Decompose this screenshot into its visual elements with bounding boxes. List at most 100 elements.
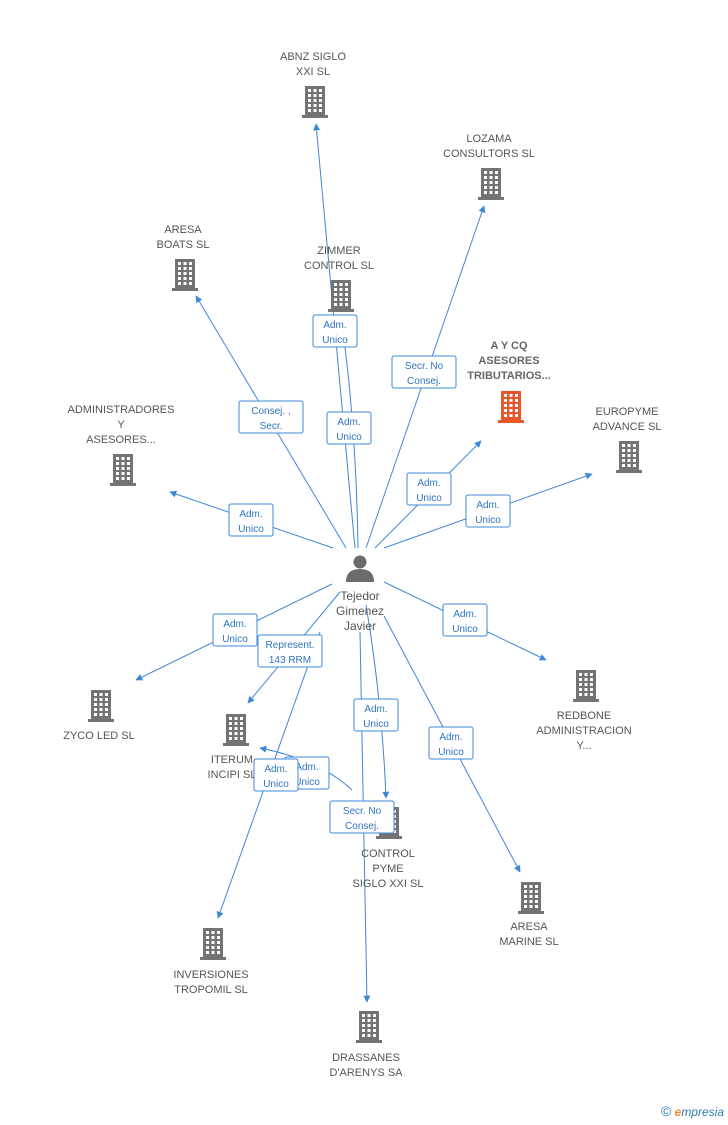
relation-badge[interactable]: Adm. Unico bbox=[353, 698, 399, 732]
relation-badge[interactable]: Adm.Unico bbox=[428, 726, 474, 760]
company-label[interactable]: ADMINISTRADORES bbox=[68, 404, 175, 416]
relation-label: Secr. No bbox=[405, 361, 444, 372]
relation-label: Unico bbox=[322, 335, 348, 346]
relation-label: Unico bbox=[336, 432, 362, 443]
company-label[interactable]: ADVANCE SL bbox=[593, 421, 662, 433]
building-icon bbox=[328, 280, 354, 312]
company-node-aresa-boats[interactable]: ARESA BOATS SL bbox=[157, 224, 210, 291]
company-node-drassanes[interactable]: DRASSANES D'ARENYS SA bbox=[329, 1011, 403, 1079]
relation-badge[interactable]: Secr. No Consej. bbox=[391, 355, 457, 389]
company-label[interactable]: Y... bbox=[576, 740, 591, 752]
company-label[interactable]: Y bbox=[117, 419, 125, 431]
company-node-redbone[interactable]: REDBONE ADMINISTRACION Y... bbox=[536, 670, 632, 752]
company-nodes: ABNZ SIGLO XXI SL LOZAMA CONSULTORS SL ARESA… bbox=[63, 51, 661, 1079]
relation-label: Unico bbox=[363, 719, 389, 730]
company-label[interactable]: ASESORES bbox=[478, 355, 539, 367]
relation-badge[interactable]: Adm.Unico bbox=[212, 613, 258, 647]
company-label[interactable]: ZIMMER bbox=[317, 245, 360, 257]
relation-label: Unico bbox=[475, 515, 501, 526]
company-node-zimmer[interactable]: ZIMMER CONTROL SL bbox=[304, 245, 374, 312]
company-label[interactable]: LOZAMA bbox=[466, 133, 512, 145]
company-label[interactable]: ARESA bbox=[164, 224, 202, 236]
relation-badge[interactable]: Adm.Unico bbox=[406, 472, 452, 506]
company-label[interactable]: CONTROL SL bbox=[304, 260, 374, 272]
company-node-lozama[interactable]: LOZAMA CONSULTORS SL bbox=[443, 133, 535, 200]
company-label[interactable]: DRASSANES bbox=[332, 1052, 400, 1064]
company-node-administradores[interactable]: ADMINISTRADORES Y ASESORES... bbox=[68, 404, 175, 486]
company-node-aycq[interactable]: A Y CQ ASESORES TRIBUTARIOS... bbox=[467, 340, 551, 423]
company-node-inversiones[interactable]: INVERSIONES TROPOMIL SL bbox=[173, 928, 249, 996]
relation-label: Consej. , bbox=[251, 406, 290, 417]
company-label[interactable]: INCIPI SL bbox=[208, 769, 257, 781]
company-label[interactable]: A Y CQ bbox=[490, 340, 528, 352]
company-label[interactable]: MARINE SL bbox=[499, 936, 558, 948]
company-label[interactable]: TROPOMIL SL bbox=[174, 984, 248, 996]
brand-initial: e bbox=[674, 1105, 682, 1119]
building-icon bbox=[223, 714, 249, 746]
relation-label: Unico bbox=[238, 524, 264, 535]
relation-label: Adm. bbox=[323, 320, 346, 331]
relation-label: Adm. bbox=[476, 500, 499, 511]
relation-label: Adm. bbox=[439, 732, 462, 743]
building-icon bbox=[200, 928, 226, 960]
company-label[interactable]: ZYCO LED SL bbox=[63, 730, 135, 742]
relation-label: Represent. bbox=[266, 640, 315, 651]
building-icon bbox=[616, 441, 642, 473]
company-label[interactable]: ADMINISTRACION bbox=[536, 725, 631, 737]
company-label[interactable]: XXI SL bbox=[296, 66, 330, 78]
relation-label: Adm. bbox=[453, 609, 476, 620]
company-label[interactable]: ABNZ SIGLO bbox=[280, 51, 346, 63]
relation-badge[interactable]: Adm. Unico bbox=[465, 494, 511, 528]
building-icon bbox=[110, 454, 136, 486]
brand-name: mpresia bbox=[681, 1105, 724, 1119]
relation-label: Unico bbox=[452, 624, 478, 635]
relation-label: Unico bbox=[294, 777, 320, 788]
company-label[interactable]: ARESA bbox=[510, 921, 548, 933]
relation-badge[interactable]: Adm. Unico bbox=[228, 503, 274, 537]
person-name[interactable]: Gimenez bbox=[336, 604, 384, 618]
building-icon bbox=[573, 670, 599, 702]
relation-label: Adm. bbox=[239, 509, 262, 520]
company-node-zyco[interactable]: ZYCO LED SL bbox=[63, 690, 135, 742]
company-label[interactable]: EUROPYME bbox=[596, 406, 659, 418]
company-label[interactable]: CONSULTORS SL bbox=[443, 148, 535, 160]
relation-label: Adm. bbox=[364, 704, 387, 715]
company-node-iterum[interactable]: ITERUM INCIPI SL bbox=[208, 714, 257, 781]
relation-label: Adm. bbox=[264, 764, 287, 775]
company-label[interactable]: SIGLO XXI SL bbox=[353, 878, 424, 890]
empresia-watermark: © empresia bbox=[661, 1103, 724, 1119]
person-icon bbox=[346, 555, 374, 582]
relation-label: Consej. bbox=[407, 376, 441, 387]
company-node-europyme[interactable]: EUROPYME ADVANCE SL bbox=[593, 406, 662, 473]
company-label[interactable]: TRIBUTARIOS... bbox=[467, 370, 551, 382]
company-label[interactable]: INVERSIONES bbox=[173, 969, 248, 981]
company-node-aresa-marine[interactable]: ARESA MARINE SL bbox=[499, 882, 559, 948]
company-label[interactable]: ASESORES... bbox=[86, 434, 156, 446]
company-label[interactable]: CONTROL bbox=[361, 848, 415, 860]
relation-label: Adm. bbox=[337, 417, 360, 428]
relation-label: Consej. bbox=[345, 821, 379, 832]
building-icon bbox=[172, 259, 198, 291]
company-label[interactable]: BOATS SL bbox=[157, 239, 210, 251]
building-icon bbox=[518, 882, 544, 914]
company-node-abnz[interactable]: ABNZ SIGLO XXI SL bbox=[280, 51, 346, 118]
relation-badge[interactable]: Adm. Unico bbox=[326, 411, 372, 445]
company-label[interactable]: REDBONE bbox=[557, 710, 611, 722]
relation-badge[interactable]: Adm. Unico bbox=[312, 314, 358, 348]
building-icon bbox=[498, 391, 524, 423]
relation-badge[interactable]: Represent.143 RRM bbox=[257, 634, 323, 668]
person-name[interactable]: Tejedor bbox=[340, 589, 379, 603]
company-label[interactable]: ITERUM bbox=[211, 754, 253, 766]
copyright-icon: © bbox=[660, 1103, 672, 1119]
company-label[interactable]: D'ARENYS SA bbox=[329, 1067, 403, 1079]
relation-label: Adm. bbox=[417, 478, 440, 489]
company-label[interactable]: PYME bbox=[372, 863, 403, 875]
relation-badge[interactable]: Adm.Unico bbox=[253, 758, 299, 792]
relation-badge[interactable]: Adm. Unico bbox=[442, 603, 488, 637]
relation-badge[interactable]: Consej. ,Secr. bbox=[238, 400, 304, 434]
person-name[interactable]: Javier bbox=[344, 619, 376, 633]
